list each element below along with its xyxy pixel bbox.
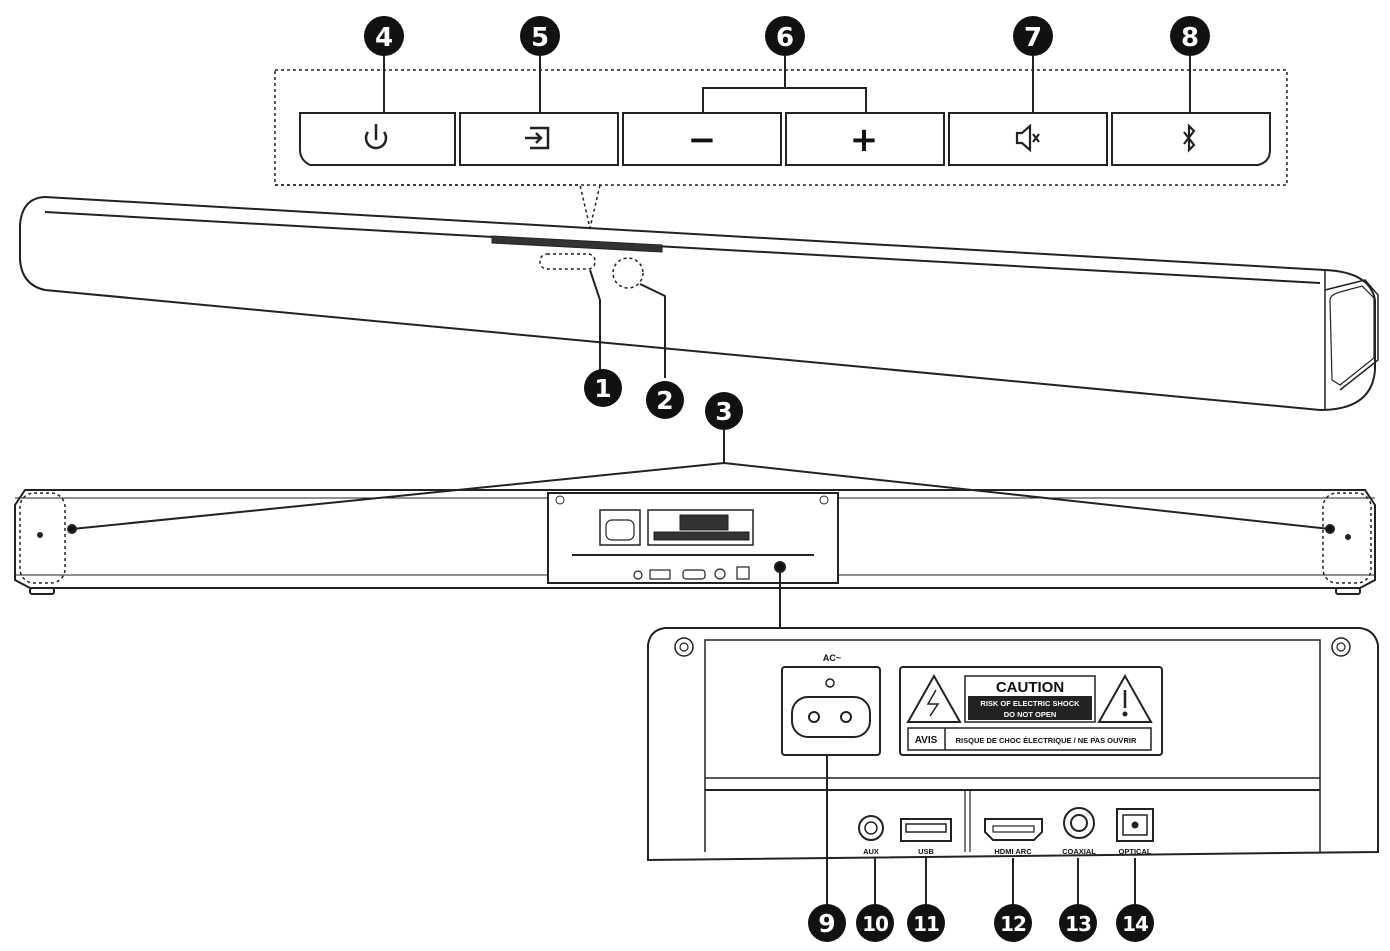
callout-3: 3	[705, 392, 743, 430]
left-speaker-area	[19, 492, 66, 584]
callout-12: 12	[994, 904, 1032, 942]
svg-text:1: 1	[594, 374, 611, 403]
volume-down-icon: −	[688, 120, 717, 160]
callout-10: 10	[856, 904, 894, 942]
bluetooth-icon	[1183, 123, 1196, 153]
right-speaker-area	[1322, 492, 1372, 584]
volume-down-button[interactable]: −	[622, 112, 782, 166]
callout-6: 6	[765, 16, 805, 56]
caution-label	[899, 666, 1163, 756]
input-source-icon	[525, 126, 550, 150]
svg-text:14: 14	[1122, 912, 1148, 936]
optical-label: OPTICAL	[1119, 847, 1152, 856]
coaxial-port[interactable]	[1063, 807, 1095, 839]
avis-text: RISQUE DE CHOC ÉLECTRIQUE / NE PAS OUVRI…	[956, 736, 1137, 745]
exclamation-warning-icon	[1097, 673, 1153, 723]
mute-icon	[1015, 123, 1040, 153]
svg-text:9: 9	[818, 909, 835, 938]
callout-2: 2	[646, 381, 684, 419]
svg-text:7: 7	[1024, 23, 1042, 53]
aux-jack[interactable]	[858, 815, 884, 841]
lightning-warning-icon	[906, 673, 962, 723]
caution-title: CAUTION	[996, 679, 1064, 696]
svg-text:2: 2	[656, 386, 673, 415]
ac-power-inlet[interactable]	[781, 666, 881, 756]
svg-text:4: 4	[375, 23, 393, 53]
svg-text:12: 12	[1000, 912, 1026, 936]
avis-label: AVIS	[915, 735, 938, 746]
callout-leader-dotted	[275, 184, 601, 229]
callout-4: 4	[364, 16, 404, 56]
svg-text:10: 10	[862, 912, 888, 936]
soundbar-body	[19, 195, 1379, 412]
ac-label: AC~	[823, 653, 841, 663]
svg-text:5: 5	[531, 23, 549, 53]
callout-8: 8	[1170, 16, 1210, 56]
button-panel-callout-box	[274, 69, 1288, 186]
callout-9: 9	[808, 904, 846, 942]
callout-7: 7	[1013, 16, 1053, 56]
remote-sensor	[612, 257, 644, 289]
svg-text:8: 8	[1181, 23, 1199, 53]
caution-line-1: RISK OF ELECTRIC SHOCK	[980, 699, 1080, 708]
caution-line-2: DO NOT OPEN	[1004, 710, 1057, 719]
usb-port[interactable]	[900, 818, 952, 842]
soundbar-rear-overview	[14, 489, 1376, 595]
callout-1: 1	[584, 369, 622, 407]
svg-text:6: 6	[776, 23, 794, 53]
mute-button[interactable]	[948, 112, 1108, 166]
display-window	[539, 253, 596, 270]
volume-up-icon: +	[850, 120, 879, 160]
usb-label: USB	[918, 847, 934, 856]
volume-up-button[interactable]: +	[785, 112, 945, 166]
bluetooth-button[interactable]	[1111, 112, 1271, 166]
callout-11: 11	[907, 904, 945, 942]
svg-text:11: 11	[913, 912, 939, 936]
callout-5: 5	[520, 16, 560, 56]
svg-text:13: 13	[1065, 912, 1091, 936]
rear-panel-detail	[647, 627, 1379, 862]
svg-text:3: 3	[715, 397, 732, 426]
callout-14: 14	[1116, 904, 1154, 942]
hdmi-arc-label: HDMI ARC	[994, 847, 1032, 856]
aux-label: AUX	[863, 847, 879, 856]
optical-port[interactable]	[1116, 808, 1154, 842]
coaxial-label: COAXIAL	[1062, 847, 1096, 856]
hdmi-arc-port[interactable]	[984, 818, 1043, 841]
input-button[interactable]	[459, 112, 619, 166]
power-button[interactable]	[299, 112, 456, 166]
callout-badges: 4 5 6 7 8 1 2 3 9 10 11 12 13 14	[364, 16, 1210, 942]
callout-13: 13	[1059, 904, 1097, 942]
power-icon	[364, 124, 388, 150]
